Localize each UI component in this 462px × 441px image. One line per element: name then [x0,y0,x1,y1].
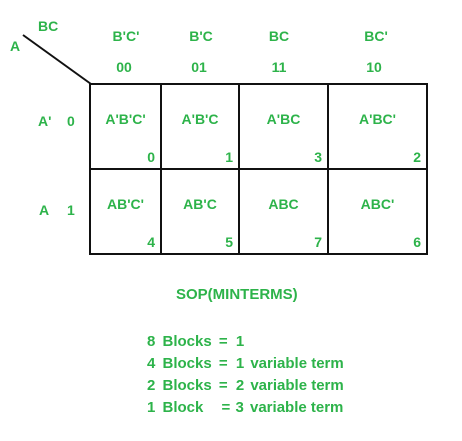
cell-index: 4 [147,234,155,250]
block-value: 2 [235,377,245,394]
karnaugh-map-grid: A'B'C' 0 A'B'C 1 A'BC 3 A'BC' 2 AB'C' 4 … [89,83,428,255]
column-header-term-2: BC [268,28,290,44]
cell-term: AB'C' [107,196,144,212]
column-header-term-3: BC' [364,28,388,44]
block-equals: = [218,377,228,394]
column-header-code-0: 00 [116,59,132,75]
cell-index: 6 [413,234,421,250]
cell-term: A'B'C [181,111,219,127]
block-rule-8: 8 Blocks = 1 [147,333,244,350]
kmap-cell-m1: A'B'C 1 [160,83,240,170]
block-suffix: variable term [250,355,344,372]
cell-index: 2 [413,149,421,165]
block-value: 1 [235,355,245,372]
sop-minterms-title: SOP(MINTERMS) [176,286,298,303]
block-suffix: variable term [250,399,344,416]
row-header-code-0: 0 [67,113,75,129]
block-equals: = [221,399,231,416]
block-word: Blocks [162,333,212,350]
block-rule-1: 1 Block = 3 variable term [147,399,343,416]
block-word: Blocks [162,377,212,394]
kmap-cell-m4: AB'C' 4 [89,168,162,255]
cell-term: A'BC [266,111,301,127]
kmap-cell-m5: AB'C 5 [160,168,240,255]
column-header-code-2: 11 [271,59,287,75]
column-header-term-0: B'C' [112,28,140,44]
block-count: 8 [147,333,156,350]
kmap-cell-m3: A'BC 3 [238,83,329,170]
kmap-cell-m6: ABC' 6 [327,168,428,255]
cell-term: ABC' [360,196,395,212]
cell-index: 5 [225,234,233,250]
block-word: Block [162,399,204,416]
row-header-term-1: A [39,202,50,218]
block-count: 2 [147,377,156,394]
cell-index: 0 [147,149,155,165]
cell-term: A'BC' [359,111,396,127]
block-equals: = [218,333,228,350]
column-header-code-1: 01 [191,59,207,75]
cell-index: 7 [314,234,322,250]
kmap-cell-m2: A'BC' 2 [327,83,428,170]
block-equals: = [218,355,228,372]
cell-term: ABC [268,196,299,212]
block-suffix: variable term [250,377,344,394]
cell-term: A'B'C' [105,111,146,127]
row-variable-label: A [10,38,21,54]
cell-index: 3 [314,149,322,165]
kmap-cell-m0: A'B'C' 0 [89,83,162,170]
cell-index: 1 [225,149,233,165]
column-variable-label: BC [38,18,59,34]
row-header-code-1: 1 [67,202,75,218]
column-header-term-1: B'C [189,28,213,44]
corner-diagonal-line [22,34,92,85]
block-count: 1 [147,399,156,416]
block-count: 4 [147,355,156,372]
block-word: Blocks [162,355,212,372]
row-header-term-0: A' [38,113,52,129]
column-header-code-3: 10 [366,59,382,75]
block-value: 1 [235,333,245,350]
block-value: 3 [235,399,244,416]
block-rule-4: 4 Blocks = 1 variable term [147,355,344,372]
cell-term: AB'C [183,196,217,212]
kmap-cell-m7: ABC 7 [238,168,329,255]
block-rule-2: 2 Blocks = 2 variable term [147,377,344,394]
